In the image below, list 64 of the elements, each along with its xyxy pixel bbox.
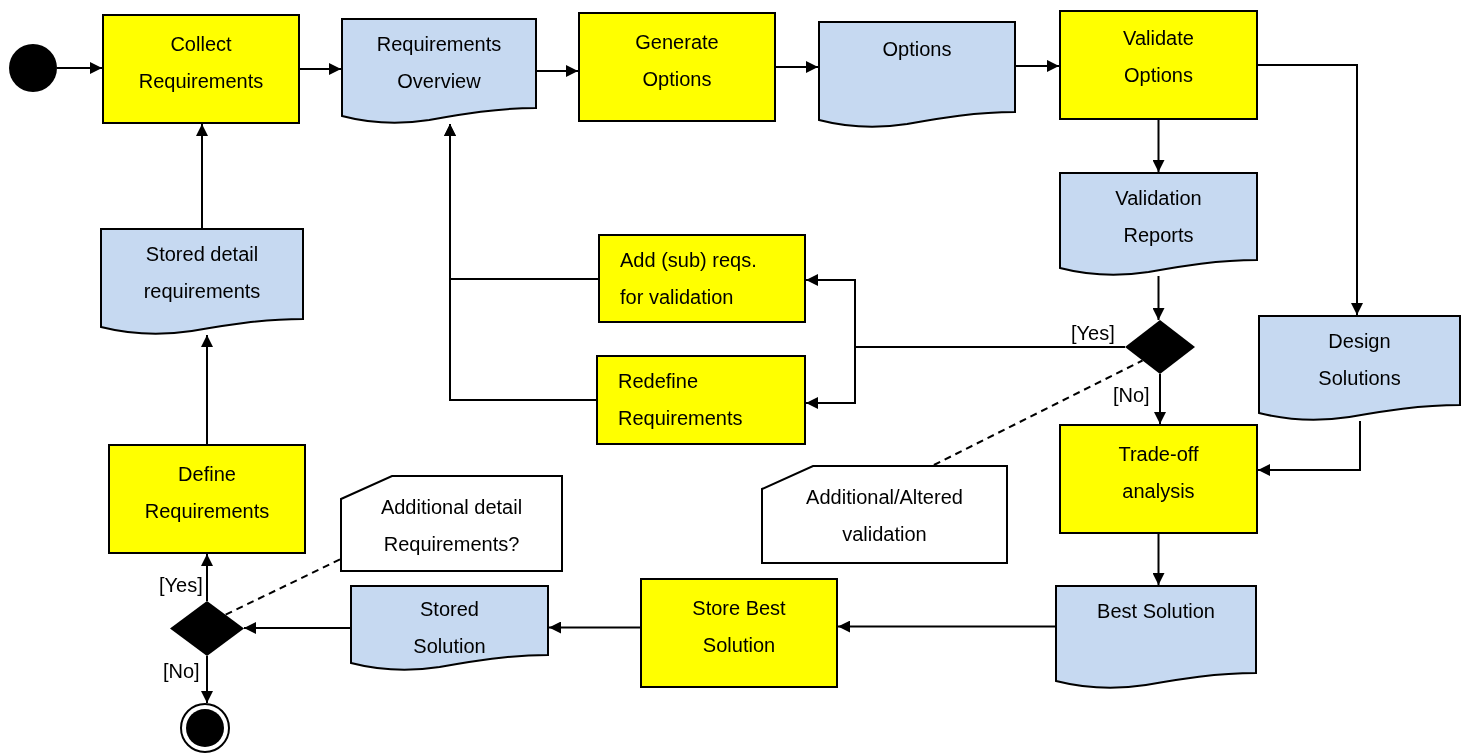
node-label: Add (sub) reqs. for validation [620,248,758,310]
decision-diamond [170,601,244,656]
note-shape [340,475,563,572]
edge-label: [Yes] [1070,322,1116,344]
arrow [775,61,819,73]
arrow [1152,119,1165,173]
process-box [1059,424,1258,534]
process-box [578,12,776,122]
edge-label: [Yes] [158,574,204,596]
edge-label: [No] [162,660,201,682]
node-label: Requirements Overview [375,32,503,94]
node-label: Redefine Requirements [618,369,744,431]
leader-line [932,359,1144,466]
arrow [1154,373,1166,425]
process-box [596,355,806,445]
document-shape [1055,585,1257,689]
document-shape [100,228,304,335]
node-label: Design Solutions [1317,329,1402,391]
node-label: Validation Reports [1114,186,1203,248]
start-node [9,44,57,92]
note-shape [761,465,1008,564]
arrow [299,63,342,75]
end-node [180,703,230,753]
arrow [805,346,1126,409]
node-label: Best Solution [1097,599,1215,624]
arrow [1257,420,1361,476]
node-label: Store Best Solution [691,596,787,658]
node-label: Additional/Altered validation [805,485,964,547]
arrow [56,62,103,74]
arrow [243,622,351,634]
leader-line [224,558,341,616]
process-box [598,234,806,323]
process-box [640,578,838,688]
arrow [837,620,1056,633]
arrow [548,621,641,634]
arrow [1257,64,1363,316]
document-shape [1258,315,1461,421]
edge-label: [No] [1112,384,1151,406]
node-label: Generate Options [634,30,720,92]
node-label: Stored Solution [412,597,487,659]
document-shape [350,585,549,671]
process-box [108,444,306,554]
document-shape [818,21,1016,128]
node-label: Additional detail Requirements? [379,495,524,557]
arrow [1152,533,1165,586]
arrow [201,334,213,445]
arrow [444,123,597,401]
arrow [201,553,213,602]
document-shape [341,18,537,124]
node-label: Options [882,37,952,62]
process-box [102,14,300,124]
arrow [196,123,208,229]
document-shape [1059,172,1258,276]
node-label: Define Requirements [143,462,271,524]
arrow [536,65,579,77]
process-box [1059,10,1258,120]
node-label: Validate Options [1122,26,1195,88]
arrow [1015,59,1060,72]
node-label: Trade-off analysis [1117,442,1200,504]
node-label: Stored detail requirements [142,242,262,304]
arrow [1152,275,1165,321]
decision-diamond [1125,320,1195,374]
node-label: Collect Requirements [137,32,265,94]
arrow [201,655,213,704]
